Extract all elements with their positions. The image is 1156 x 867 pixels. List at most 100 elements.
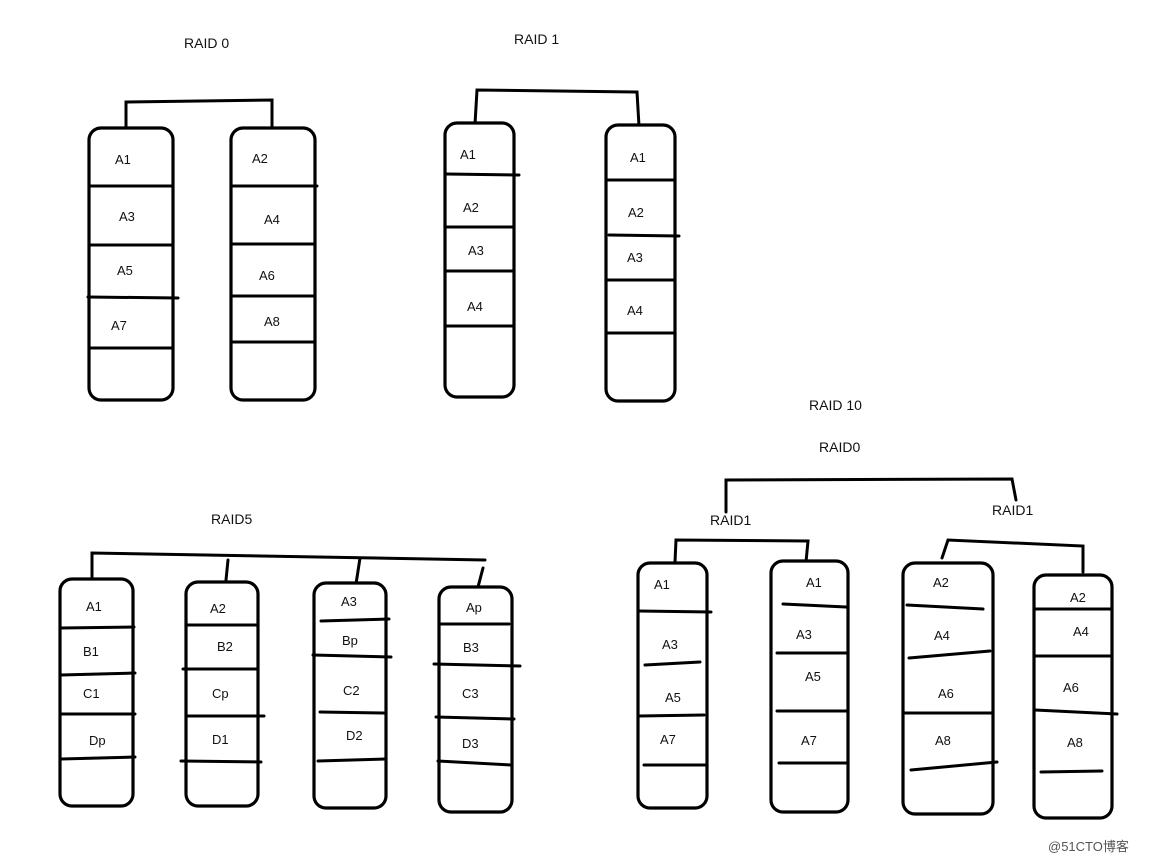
disk-outline bbox=[184, 580, 260, 808]
block-label: A8 bbox=[1067, 735, 1083, 750]
block-label: A3 bbox=[468, 243, 484, 258]
block-label: A4 bbox=[934, 628, 950, 643]
block-divider bbox=[434, 715, 516, 721]
raid10-raid0-label: RAID0 bbox=[819, 439, 860, 455]
block-divider bbox=[781, 602, 848, 609]
watermark-text: @51CTO博客 bbox=[1048, 839, 1129, 854]
raid0-group: RAID 0 A1 A3 A5 A7 A2 A4 A6 A8 bbox=[86, 35, 319, 402]
block-divider bbox=[319, 617, 391, 623]
block-label: Ap bbox=[466, 600, 482, 615]
raid1-group: RAID 1 A1 A2 A3 A4 A1 A2 A3 A4 bbox=[443, 31, 681, 403]
block-divider bbox=[444, 172, 521, 177]
block-label: A3 bbox=[796, 627, 812, 642]
raid10-disk-3: A2 A4 A6 A8 bbox=[901, 561, 999, 816]
raid5-connector-drop bbox=[224, 558, 230, 582]
block-label: A3 bbox=[662, 637, 678, 652]
block-label: A2 bbox=[210, 601, 226, 616]
block-label: A3 bbox=[627, 250, 643, 265]
block-divider bbox=[607, 233, 681, 238]
block-label: D3 bbox=[462, 736, 479, 751]
disk-outline bbox=[636, 561, 709, 810]
block-divider bbox=[907, 649, 992, 660]
block-divider bbox=[909, 760, 999, 772]
block-label: B1 bbox=[83, 644, 99, 659]
block-label: A8 bbox=[935, 733, 951, 748]
block-label: A5 bbox=[805, 669, 821, 684]
block-label: A1 bbox=[630, 150, 646, 165]
block-divider bbox=[59, 625, 136, 630]
block-divider bbox=[59, 755, 137, 761]
raid1-connector bbox=[473, 88, 641, 128]
raid0-connector bbox=[124, 98, 274, 130]
block-divider bbox=[432, 662, 522, 668]
raid5-group: RAID5 A1 B1 C1 Dp A2 B2 Cp D1 bbox=[58, 511, 522, 814]
block-label: A5 bbox=[117, 263, 133, 278]
disk-outline bbox=[443, 121, 516, 399]
raid10-title: RAID 10 bbox=[809, 397, 862, 413]
block-label: A2 bbox=[628, 205, 644, 220]
block-label: A3 bbox=[119, 209, 135, 224]
block-label: A6 bbox=[259, 268, 275, 283]
raid0-title: RAID 0 bbox=[184, 35, 229, 51]
block-divider bbox=[318, 710, 387, 715]
block-divider bbox=[637, 609, 713, 614]
block-divider bbox=[1039, 769, 1104, 774]
block-label: A2 bbox=[1070, 590, 1086, 605]
raid10-raid1-right-label: RAID1 bbox=[992, 502, 1033, 518]
block-label: C2 bbox=[343, 683, 360, 698]
raid10-raid1-left-label: RAID1 bbox=[710, 512, 751, 528]
block-divider bbox=[86, 295, 180, 300]
raid5-disk-4: Ap B3 C3 D3 bbox=[432, 585, 522, 814]
raid10-disk-1: A1 A3 A5 A7 bbox=[636, 561, 713, 810]
disk-outline bbox=[901, 561, 995, 816]
block-divider bbox=[905, 603, 985, 611]
block-label: A8 bbox=[264, 314, 280, 329]
block-label: A4 bbox=[1073, 624, 1089, 639]
block-label: A4 bbox=[467, 299, 483, 314]
raid1-disk-2: A1 A2 A3 A4 bbox=[604, 123, 681, 403]
block-label: D2 bbox=[346, 728, 363, 743]
block-label: B3 bbox=[463, 640, 479, 655]
block-label: A4 bbox=[264, 212, 280, 227]
raid1-title: RAID 1 bbox=[514, 31, 559, 47]
block-divider bbox=[637, 713, 706, 718]
block-label: A7 bbox=[111, 318, 127, 333]
raid10-right-mirror-connector bbox=[940, 538, 1085, 574]
raid5-disk-3: A3 Bp C2 D2 bbox=[311, 581, 393, 810]
block-divider bbox=[316, 757, 388, 763]
block-divider bbox=[1033, 708, 1119, 716]
block-label: A5 bbox=[665, 690, 681, 705]
block-label: A7 bbox=[801, 733, 817, 748]
block-label: D1 bbox=[212, 732, 229, 747]
disk-outline bbox=[87, 126, 175, 402]
block-label: Dp bbox=[89, 733, 106, 748]
block-label: A1 bbox=[806, 575, 822, 590]
raid5-connector-drop bbox=[476, 566, 485, 589]
raid10-disk-2: A1 A3 A5 A7 bbox=[769, 559, 850, 814]
raid10-group: RAID 10 RAID0 RAID1 RAID1 A1 A3 A5 A7 A1… bbox=[636, 397, 1119, 820]
disk-outline bbox=[1032, 573, 1114, 820]
block-label: C3 bbox=[462, 686, 479, 701]
disk-outline bbox=[312, 581, 388, 810]
block-label: A7 bbox=[660, 732, 676, 747]
block-label: Cp bbox=[212, 686, 229, 701]
raid5-disk-2: A2 B2 Cp D1 bbox=[179, 580, 266, 808]
block-label: Bp bbox=[342, 633, 358, 648]
block-label: A2 bbox=[933, 575, 949, 590]
raid0-disk-2: A2 A4 A6 A8 bbox=[229, 126, 319, 402]
block-label: A1 bbox=[115, 152, 131, 167]
block-divider bbox=[311, 653, 393, 659]
block-divider bbox=[179, 759, 263, 764]
block-label: A1 bbox=[460, 147, 476, 162]
disk-outline bbox=[229, 126, 317, 402]
block-label: A2 bbox=[463, 200, 479, 215]
raid5-connector-bar bbox=[90, 551, 487, 580]
block-divider bbox=[643, 660, 702, 667]
raid10-top-connector bbox=[724, 477, 1018, 514]
raid0-disk-1: A1 A3 A5 A7 bbox=[86, 126, 180, 402]
block-divider bbox=[436, 759, 513, 767]
block-label: A2 bbox=[252, 151, 268, 166]
disk-outline bbox=[769, 559, 850, 814]
raid10-disk-4: A2 A4 A6 A8 bbox=[1032, 573, 1119, 820]
block-label: A6 bbox=[938, 686, 954, 701]
